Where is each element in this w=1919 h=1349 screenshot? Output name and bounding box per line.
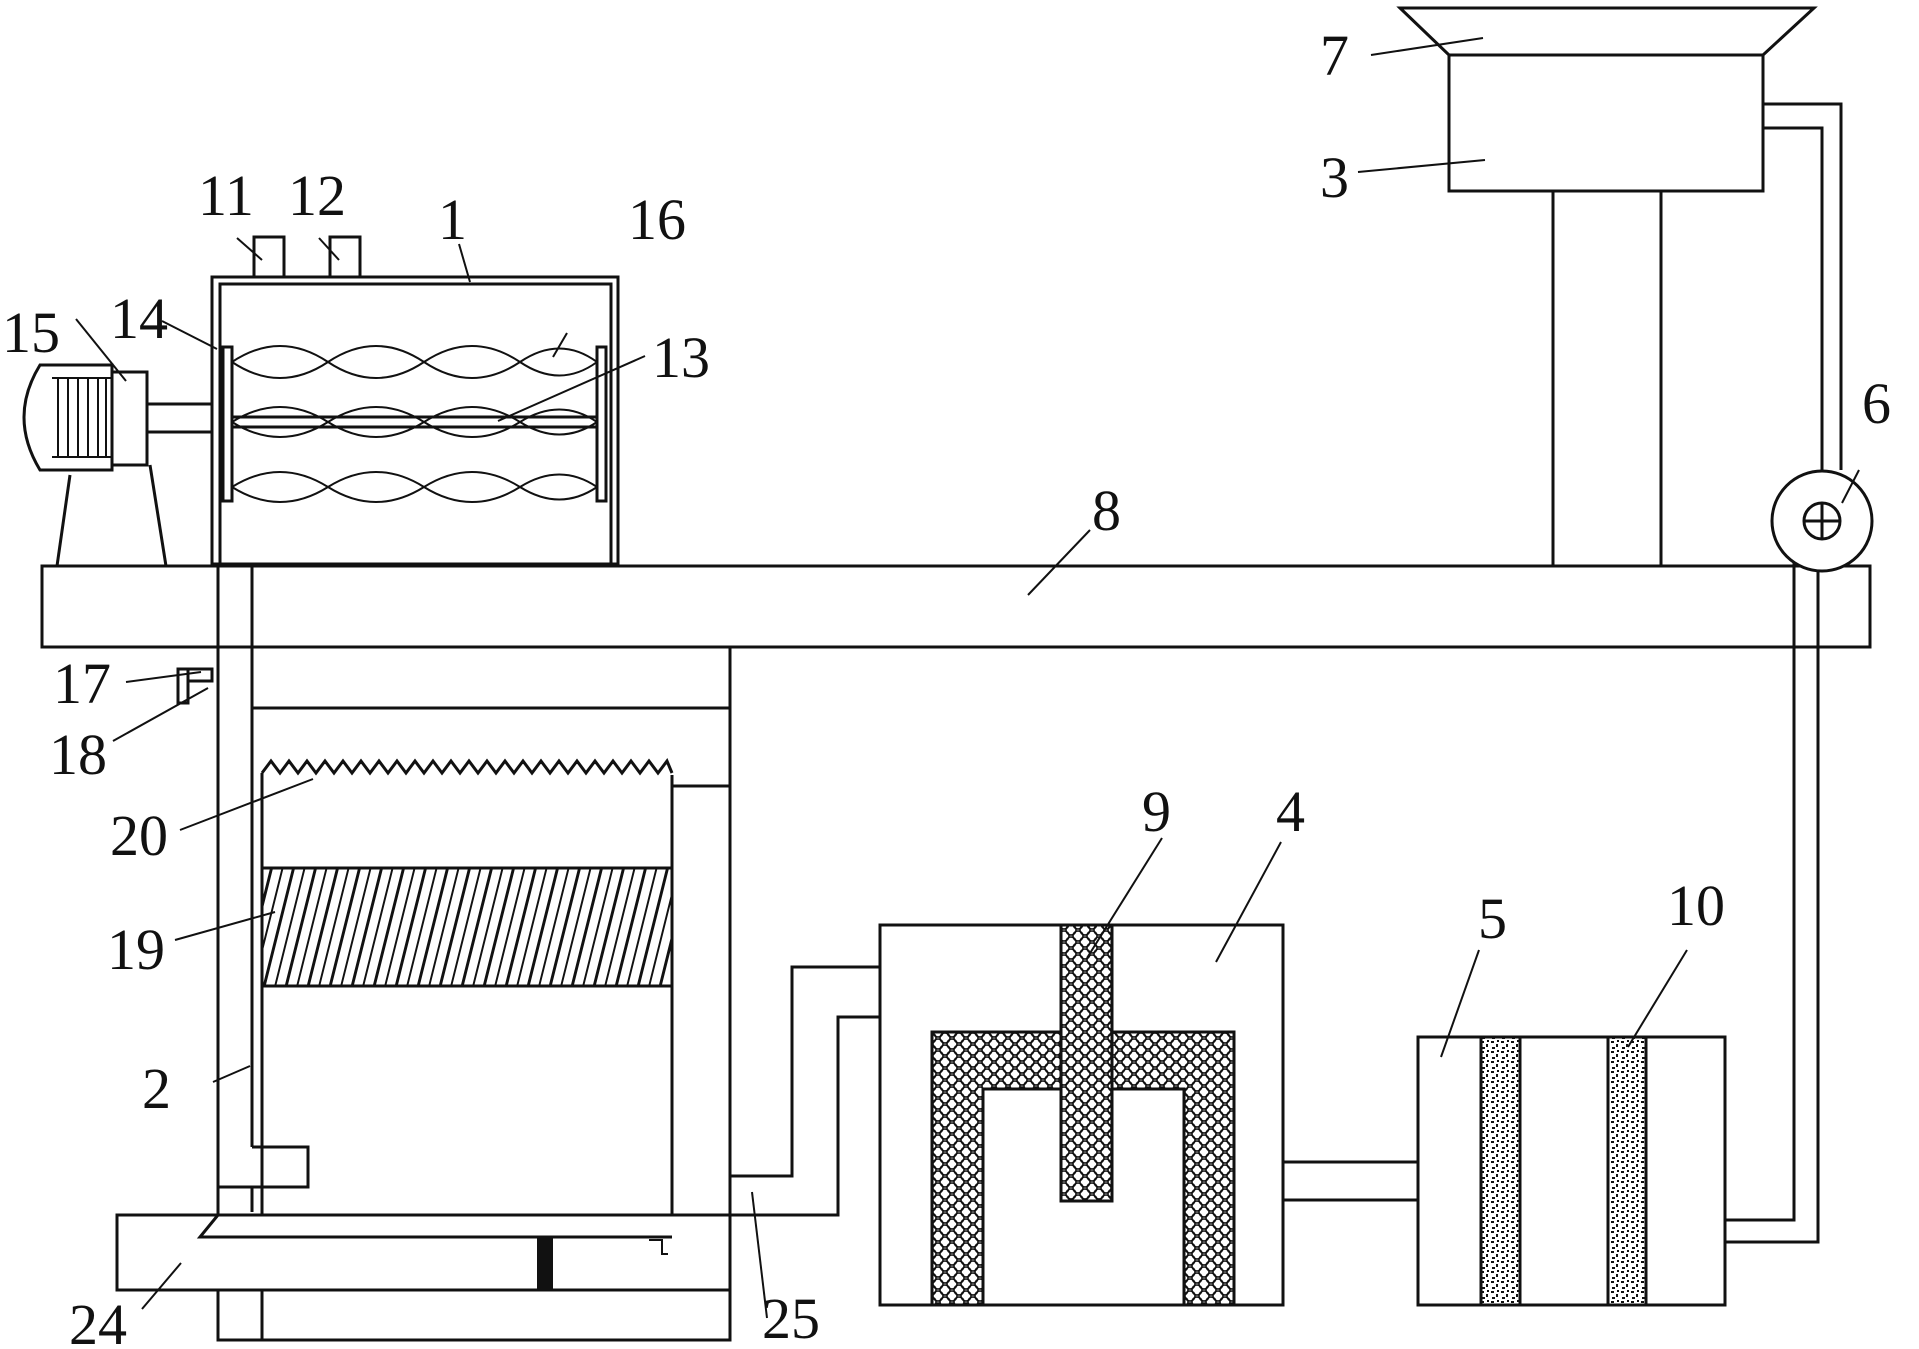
drawer-latch: [537, 1237, 553, 1290]
stirring-blade-middle: [231, 406, 598, 438]
label-15: 15: [2, 300, 60, 365]
filter-column: [176, 564, 732, 1342]
connecting-pipe: [730, 965, 880, 1217]
label-2: 2: [142, 1056, 171, 1121]
shaft-support-left: [221, 345, 234, 503]
label-7: 7: [1320, 23, 1349, 88]
stirring-blade-top: [231, 345, 598, 379]
label-13: 13: [652, 325, 710, 390]
storage-tank: [1396, 6, 1818, 566]
label-9: 9: [1142, 779, 1171, 844]
filter-tank: [1416, 1035, 1727, 1307]
collection-drawer: [115, 1213, 732, 1292]
transfer-pipe: [1283, 1160, 1418, 1202]
label-19: 19: [107, 917, 165, 982]
label-24: 24: [69, 1292, 127, 1349]
filter-layer-b: [1606, 1035, 1648, 1307]
shaft-support-right: [595, 345, 608, 503]
label-14: 14: [110, 286, 168, 351]
label-3: 3: [1320, 145, 1349, 210]
label-1: 1: [438, 187, 467, 252]
leader-lines: [75, 37, 1860, 1319]
label-25: 25: [762, 1286, 820, 1349]
part-labels: 7 3 11 12 1 16 14 15 13 6 8 17 18 20 19 …: [2, 23, 1891, 1349]
mixing-tank: [210, 235, 620, 566]
filter-layer: [260, 866, 674, 988]
label-16: 16: [628, 187, 686, 252]
motor: [22, 363, 214, 567]
label-18: 18: [49, 722, 107, 787]
label-20: 20: [110, 803, 168, 868]
pump: [1770, 469, 1874, 573]
feed-hopper: [1396, 6, 1818, 57]
return-pipe: [1725, 102, 1843, 1244]
label-12: 12: [288, 163, 346, 228]
sieve-plate: [260, 758, 674, 776]
label-4: 4: [1276, 779, 1305, 844]
motor-stand: [55, 474, 72, 567]
absorbent-core: [1059, 923, 1114, 1203]
label-6: 6: [1862, 371, 1891, 436]
base-plate: [40, 564, 1872, 649]
label-5: 5: [1478, 886, 1507, 951]
inlet-pipe-12: [328, 235, 362, 279]
stirring-blade-bottom: [231, 471, 598, 503]
label-10: 10: [1667, 873, 1725, 938]
filter-layer-a: [1479, 1035, 1522, 1307]
treatment-tank: [878, 923, 1285, 1307]
label-17: 17: [53, 651, 111, 716]
label-11: 11: [198, 163, 254, 228]
label-8: 8: [1092, 478, 1121, 543]
